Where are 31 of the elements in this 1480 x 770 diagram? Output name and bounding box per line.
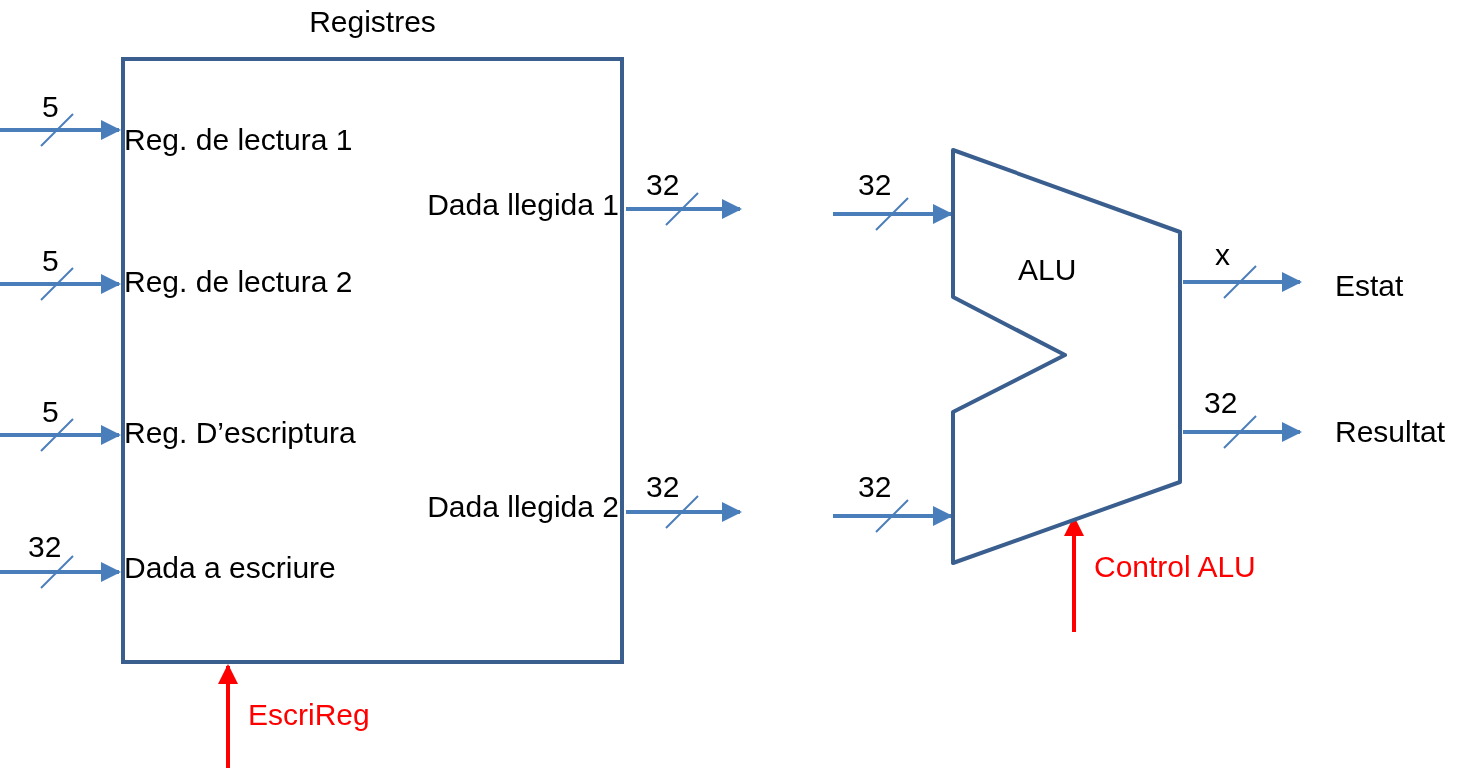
bus-width-label: 5 bbox=[41, 90, 60, 124]
bus-width-label: x bbox=[1214, 238, 1231, 272]
bus-width-label: 5 bbox=[41, 244, 60, 278]
bus-arrow bbox=[0, 120, 121, 140]
bus-arrow bbox=[0, 425, 121, 445]
bus-arrow bbox=[833, 204, 953, 224]
bus-arrow bbox=[833, 506, 953, 526]
port-label: Dada llegida 1 bbox=[340, 185, 619, 225]
bus-width-label: 32 bbox=[645, 470, 681, 504]
control-arrow bbox=[218, 664, 238, 768]
bus-width-label: 32 bbox=[857, 168, 893, 202]
bus-arrow bbox=[1183, 272, 1302, 292]
bus-width-label: 32 bbox=[645, 168, 681, 202]
port-label: Reg. de lectura 2 bbox=[124, 262, 444, 302]
bus-arrow bbox=[626, 502, 742, 522]
bus-width-label: 32 bbox=[27, 530, 63, 564]
bus-width-label: 32 bbox=[1203, 386, 1239, 420]
bus-arrow bbox=[626, 199, 742, 219]
port-label: Reg. de lectura 1 bbox=[124, 120, 444, 160]
port-label: Dada llegida 2 bbox=[340, 487, 619, 527]
bus-width-label: 5 bbox=[41, 395, 60, 429]
bus-arrow bbox=[1183, 422, 1302, 442]
port-label: Dada a escriure bbox=[124, 548, 444, 588]
bus-width-label: 32 bbox=[857, 470, 893, 504]
alu-label: ALU bbox=[1018, 252, 1077, 288]
port-label: Reg. D’escriptura bbox=[124, 413, 444, 453]
bus-arrow bbox=[0, 274, 121, 294]
bus-arrow bbox=[0, 562, 121, 582]
block-title: Registres bbox=[308, 4, 437, 40]
signal-name: Estat bbox=[1335, 266, 1435, 306]
signal-name: Resultat bbox=[1335, 412, 1475, 452]
